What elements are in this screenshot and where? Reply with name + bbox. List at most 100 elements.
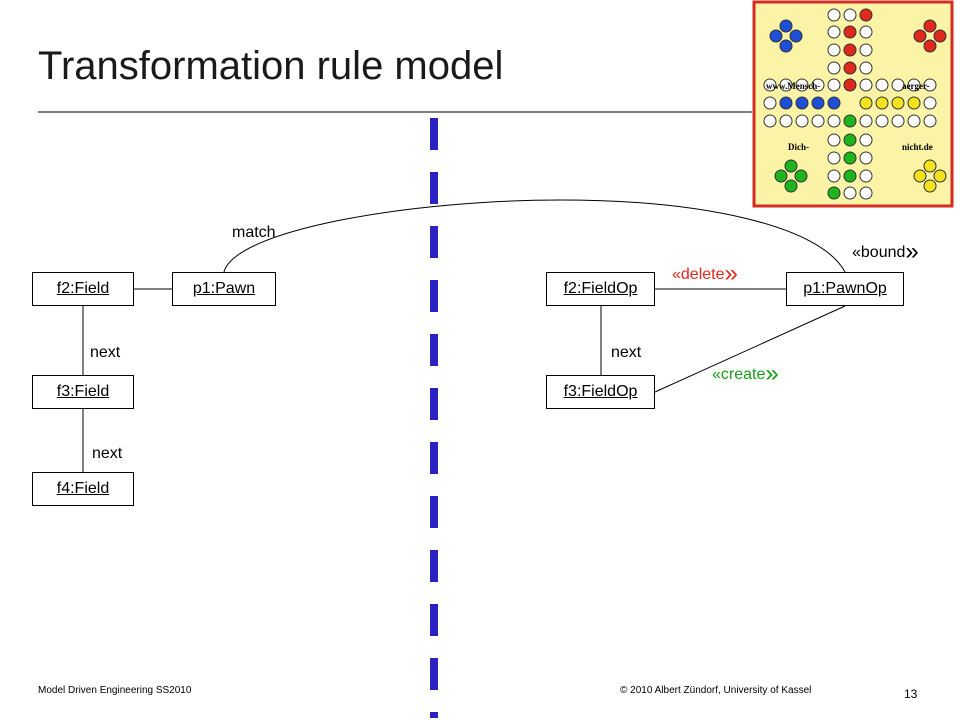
board-field-51 bbox=[843, 169, 857, 183]
board-text-2: aerger- bbox=[902, 81, 930, 91]
link-create bbox=[654, 305, 846, 393]
footer-copyright: © 2010 Albert Zündorf, University of Kas… bbox=[620, 685, 812, 696]
board-circles bbox=[763, 8, 947, 200]
board-field-9 bbox=[827, 61, 841, 75]
board-home-red-3 bbox=[933, 29, 947, 43]
board-home-green-2 bbox=[774, 169, 788, 183]
board-home-red-2 bbox=[913, 29, 927, 43]
board-field-11 bbox=[859, 61, 873, 75]
board-field-18 bbox=[859, 78, 873, 92]
board-field-8 bbox=[859, 43, 873, 57]
board-text-4: nicht.de bbox=[902, 142, 933, 152]
board-home-blue-3 bbox=[789, 29, 803, 43]
board-field-40 bbox=[875, 114, 889, 128]
ludo-board-image: www.Mensch- aerger- Dich- nicht.de bbox=[752, 0, 954, 208]
stereotype-create: «create» bbox=[712, 360, 779, 388]
node-f4-field: f4:Field bbox=[32, 472, 134, 506]
node-f2-field: f2:Field bbox=[32, 272, 134, 306]
board-field-34 bbox=[779, 114, 793, 128]
board-field-5 bbox=[859, 25, 873, 39]
board-field-43 bbox=[923, 114, 937, 128]
stereotype-delete: «delete» bbox=[672, 260, 738, 288]
board-field-39 bbox=[859, 114, 873, 128]
board-home-yellow-4 bbox=[923, 179, 937, 193]
board-home-yellow-2 bbox=[913, 169, 927, 183]
board-field-33 bbox=[763, 114, 777, 128]
board-field-45 bbox=[843, 133, 857, 147]
board-field-25 bbox=[795, 96, 809, 110]
board-home-yellow-3 bbox=[933, 169, 947, 183]
board-field-41 bbox=[891, 114, 905, 128]
board-home-green-4 bbox=[784, 179, 798, 193]
stereotype-bound: «bound» bbox=[852, 238, 919, 266]
board-field-35 bbox=[795, 114, 809, 128]
label-next-right: next bbox=[611, 344, 642, 361]
board-field-30 bbox=[891, 96, 905, 110]
board-home-yellow-1 bbox=[923, 159, 937, 173]
footer-course: Model Driven Engineering SS2010 bbox=[38, 685, 192, 696]
board-field-46 bbox=[859, 133, 873, 147]
board-field-50 bbox=[827, 169, 841, 183]
board-home-blue-2 bbox=[769, 29, 783, 43]
board-text-3: Dich- bbox=[788, 142, 809, 152]
board-field-44 bbox=[827, 133, 841, 147]
board-field-23 bbox=[763, 96, 777, 110]
board-field-55 bbox=[859, 186, 873, 200]
board-field-0 bbox=[827, 8, 841, 22]
board-field-19 bbox=[875, 78, 889, 92]
node-p1-pawn: p1:Pawn bbox=[172, 272, 276, 306]
board-field-48 bbox=[843, 151, 857, 165]
board-field-47 bbox=[827, 151, 841, 165]
board-field-20 bbox=[891, 78, 905, 92]
label-next-2: next bbox=[92, 445, 123, 462]
board-field-3 bbox=[827, 25, 841, 39]
board-field-42 bbox=[907, 114, 921, 128]
board-field-49 bbox=[859, 151, 873, 165]
slide-title: Transformation rule model bbox=[38, 44, 504, 88]
board-field-53 bbox=[827, 186, 841, 200]
label-next-1: next bbox=[90, 344, 121, 361]
board-home-green-1 bbox=[784, 159, 798, 173]
board-field-29 bbox=[875, 96, 889, 110]
board-field-37 bbox=[827, 114, 841, 128]
board-field-36 bbox=[811, 114, 825, 128]
stereotype-bound-close: » bbox=[905, 238, 919, 265]
stereotype-delete-text: «delete bbox=[672, 266, 725, 283]
board-field-28 bbox=[859, 96, 873, 110]
match-arc bbox=[223, 199, 846, 273]
board-field-4 bbox=[843, 25, 857, 39]
board-field-16 bbox=[827, 78, 841, 92]
board-field-26 bbox=[811, 96, 825, 110]
node-f2-fieldop: f2:FieldOp bbox=[546, 272, 655, 306]
board-field-27 bbox=[827, 96, 841, 110]
board-field-6 bbox=[827, 43, 841, 57]
board-home-blue-1 bbox=[779, 19, 793, 33]
board-field-32 bbox=[923, 96, 937, 110]
board-field-31 bbox=[907, 96, 921, 110]
board-field-2 bbox=[859, 8, 873, 22]
node-f3-fieldop: f3:FieldOp bbox=[546, 375, 655, 409]
board-field-24 bbox=[779, 96, 793, 110]
stereotype-bound-text: «bound bbox=[852, 244, 906, 261]
board-field-7 bbox=[843, 43, 857, 57]
board-field-14 bbox=[795, 78, 809, 92]
stereotype-create-text: «create bbox=[712, 366, 766, 383]
board-field-21 bbox=[907, 78, 921, 92]
board-field-22 bbox=[923, 78, 937, 92]
board-field-10 bbox=[843, 61, 857, 75]
label-match: match bbox=[232, 224, 276, 241]
board-field-38 bbox=[843, 114, 857, 128]
board-home-green-3 bbox=[794, 169, 808, 183]
stereotype-create-close: » bbox=[765, 360, 779, 387]
page-number: 13 bbox=[904, 687, 918, 701]
board-field-52 bbox=[859, 169, 873, 183]
node-f3-field: f3:Field bbox=[32, 375, 134, 409]
board-field-15 bbox=[811, 78, 825, 92]
board-home-blue-4 bbox=[779, 39, 793, 53]
board-field-1 bbox=[843, 8, 857, 22]
board-field-13 bbox=[779, 78, 793, 92]
board-field-54 bbox=[843, 186, 857, 200]
board-home-red-1 bbox=[923, 19, 937, 33]
